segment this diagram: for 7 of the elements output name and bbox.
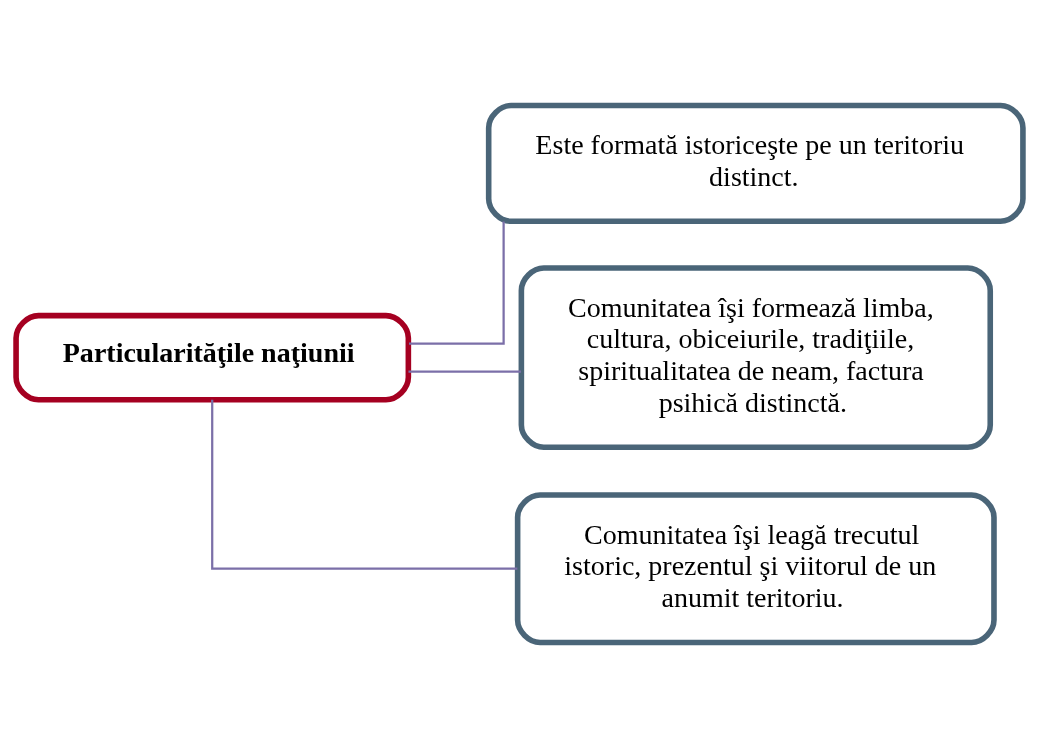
node-box: Particularităţile naţiunii [13,312,412,402]
node-box: Comunitatea îşi leagă trecutul istoric, prezentul şi viitorul de un anumit teritoriu. [514,491,997,645]
connector [408,370,521,373]
node-box: Comunitatea îşi formează limba, cultura, obiceiurile, tradiţiile, spiritualitatea de neam, factura psihică distinctă. [518,264,994,450]
connector [409,220,505,345]
connector [211,399,518,570]
node-box: Este formată istoriceşte pe un teritoriu distinct. [485,102,1026,224]
